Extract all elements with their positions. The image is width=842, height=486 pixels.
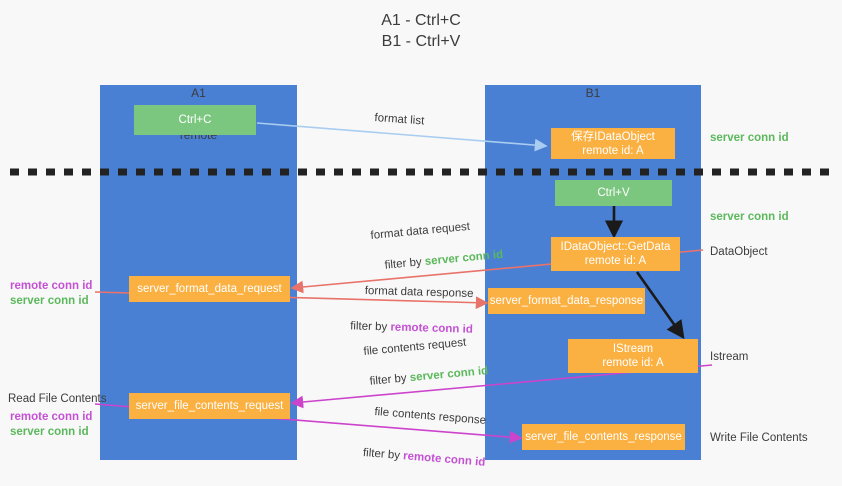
- box-server-format-data-request[interactable]: server_format_data_request: [129, 276, 290, 302]
- label-istream: Istream: [710, 351, 749, 363]
- label-server-conn-id-1: server conn id: [10, 295, 89, 307]
- column-header-b1-name: B1: [585, 86, 601, 100]
- caption-filter-prefix: filter by: [362, 446, 404, 463]
- label-read-file-contents: Read File Contents: [8, 393, 107, 405]
- column-header-a1-name: A1: [191, 86, 206, 100]
- caption-filter-prefix: filter by: [384, 256, 426, 272]
- label-server-conn-id-2: server conn id: [10, 426, 89, 438]
- caption-filter-value-remote-conn-id: remote conn id: [402, 450, 486, 469]
- box-ctrl-c[interactable]: Ctrl+C: [134, 105, 256, 135]
- caption-filter-value-server-conn-id: server conn id: [424, 248, 504, 268]
- box-server-file-contents-request[interactable]: server_file_contents_request: [129, 393, 290, 419]
- arrow-format-list: [256, 122, 548, 152]
- caption-filter-value-server-conn-id: server conn id: [409, 365, 489, 385]
- caption-format-data-response: format data response: [364, 284, 474, 301]
- label-dataobject: DataObject: [710, 246, 768, 258]
- box-istream[interactable]: IStream remote id: A: [568, 339, 698, 373]
- label-remote-conn-id-1: remote conn id: [10, 280, 93, 292]
- label-remote-conn-id-2: remote conn id: [10, 411, 93, 423]
- label-server-conn-id-top: server conn id: [710, 132, 789, 144]
- box-server-format-data-response[interactable]: server_format_data_response: [488, 288, 645, 314]
- arrow-getdata-to-istream: [635, 271, 685, 340]
- box-server-file-contents-response[interactable]: server_file_contents_response: [522, 424, 685, 450]
- box-idataobject[interactable]: 保存IDataObject remote id: A: [551, 128, 675, 159]
- caption-filter-value-remote-conn-id: remote conn id: [390, 321, 473, 336]
- box-idataobject-getdata[interactable]: IDataObject::GetData remote id: A: [551, 237, 680, 271]
- page-title: A1 - Ctrl+C B1 - Ctrl+V: [381, 12, 461, 50]
- label-write-file-contents: Write File Contents: [710, 432, 808, 444]
- divider-dashed-line: [10, 168, 832, 176]
- label-server-conn-id-mid: server conn id: [710, 211, 789, 223]
- box-ctrl-v[interactable]: Ctrl+V: [555, 180, 672, 206]
- caption-filter-prefix: filter by: [369, 372, 411, 388]
- caption-filter-prefix: filter by: [349, 320, 391, 334]
